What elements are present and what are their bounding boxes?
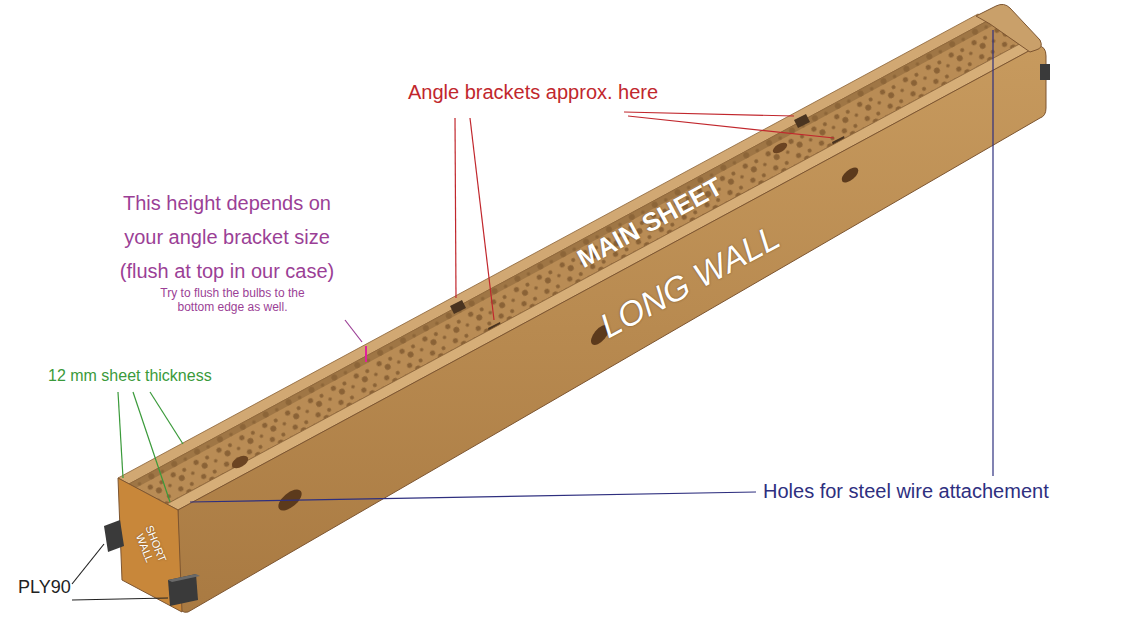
ply90-block (104, 520, 124, 552)
callout-note: Angle brackets approx. here (408, 80, 658, 104)
ply90-block (168, 574, 200, 582)
wood-knot (771, 141, 789, 156)
long-wall-face (178, 46, 1046, 612)
short-wall-right (976, 4, 1041, 52)
leader-line (345, 320, 362, 342)
angle-bracket (794, 114, 810, 128)
callout-note: This height depends on your angle bracke… (102, 186, 352, 288)
ply90-block (1040, 64, 1050, 80)
wood-knot (839, 165, 861, 186)
back-wall-shadow (129, 20, 992, 490)
back-wall-top (118, 14, 989, 484)
dimension: 12 mm sheet thickness (48, 366, 212, 385)
callout-note: Try to flush the bulbs to the bottom edg… (160, 286, 305, 315)
angle-bracket (450, 300, 466, 314)
callout-note: Holes for steel wire attachement (763, 479, 1049, 503)
height-tick (365, 346, 367, 362)
wood-knot (230, 453, 251, 471)
part-name: PLY90 (18, 577, 71, 599)
leader-lines (118, 392, 183, 502)
